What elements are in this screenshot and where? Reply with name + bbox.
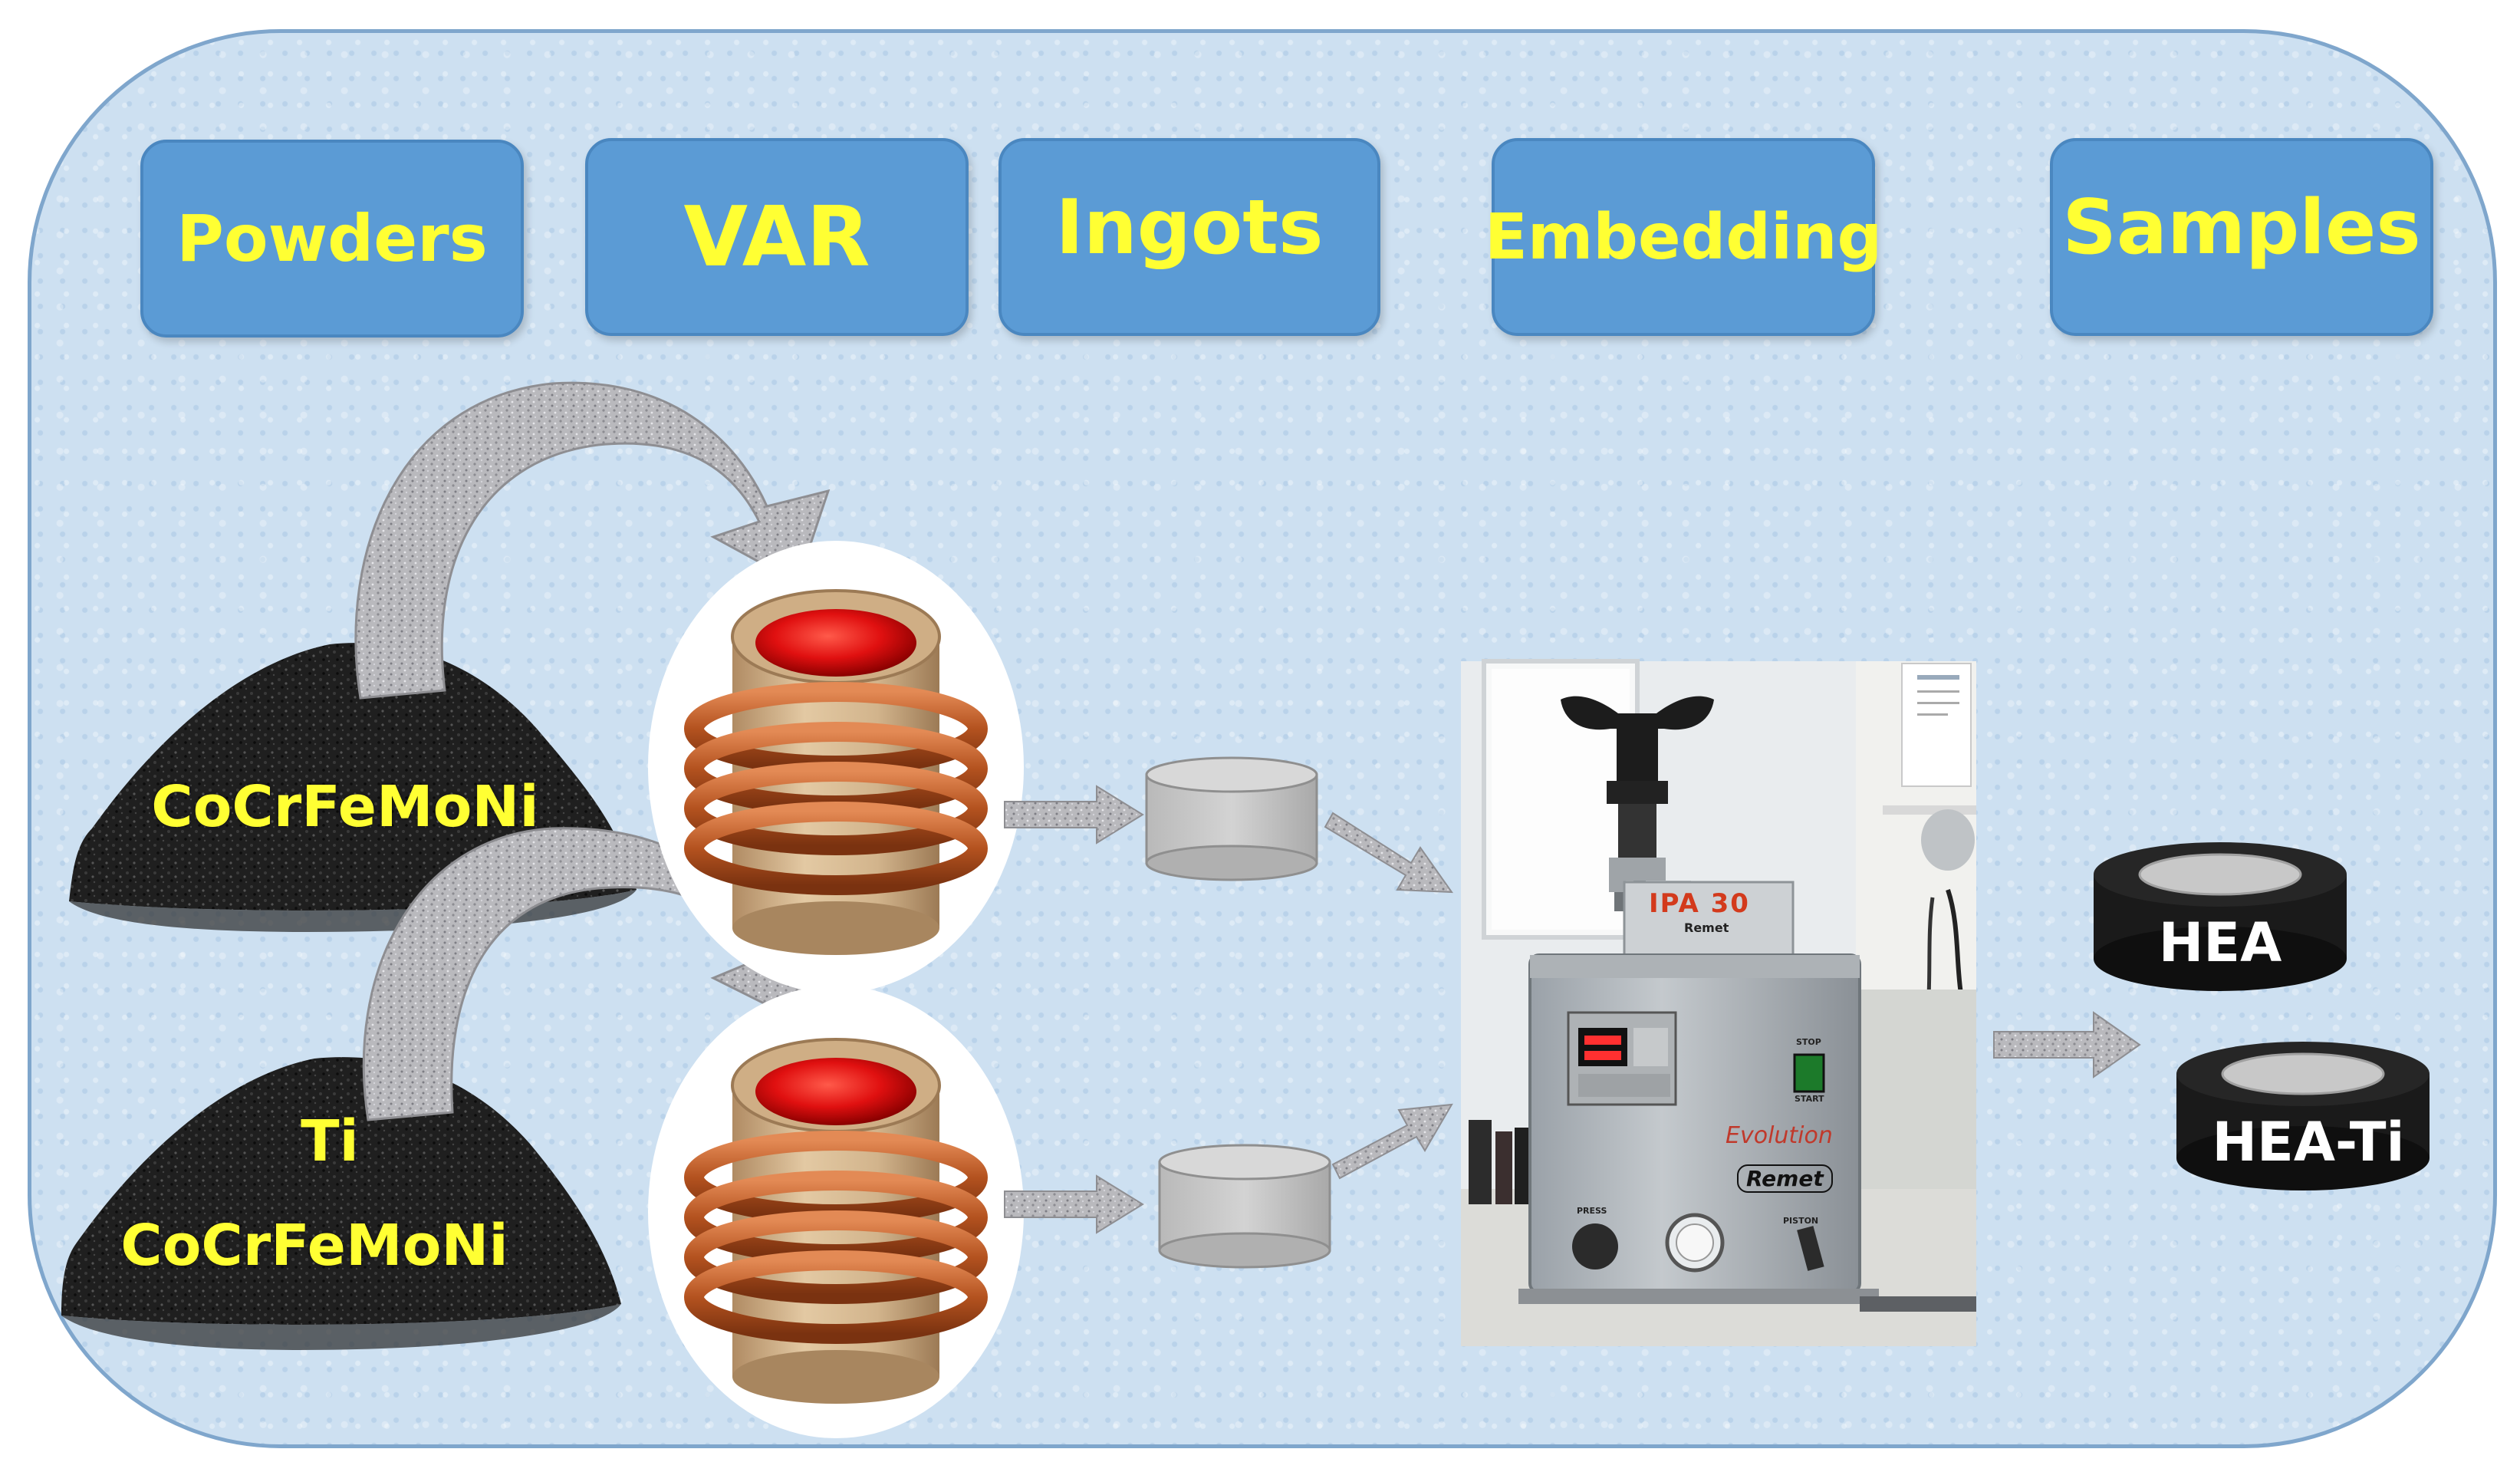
stage-var-label: VAR — [683, 189, 870, 285]
sample-label-hea-ti: HEA-Ti — [2212, 1111, 2405, 1174]
sample-hea-ti — [2176, 1042, 2430, 1190]
press-brand-badge: Remet — [1737, 1164, 1833, 1193]
sample-label-hea: HEA — [2158, 911, 2282, 974]
stage-powders: Powders — [140, 140, 524, 338]
stage-samples: Samples — [2050, 138, 2433, 336]
stage-ingots-label: Ingots — [1055, 184, 1324, 272]
stage-powders-label: Powders — [176, 201, 488, 276]
press-knob-left-label: PRESS — [1577, 1206, 1607, 1216]
press-brand-plate: Remet — [1684, 920, 1729, 935]
press-model-label: IPA 30 — [1649, 888, 1750, 919]
embedding-press-photo — [1461, 659, 1976, 1346]
crucible-top — [648, 541, 1024, 993]
sample-hea — [2094, 842, 2347, 991]
powder-label-bottom-alloy: CoCrFeMoNi — [120, 1213, 508, 1279]
arrow-ingot-to-press-bottom — [1331, 1103, 1453, 1180]
press-series-label: Evolution — [1726, 1122, 1833, 1149]
stage-ingots: Ingots — [998, 138, 1380, 336]
stage-embedding: Embedding — [1485, 138, 1882, 336]
arrow-ingot-to-press-top — [1324, 812, 1453, 894]
powder-label-bottom-ti: Ti — [301, 1108, 359, 1174]
stage-embedding-label: Embedding — [1484, 200, 1883, 274]
arrow-crucible-to-ingot-bottom — [1004, 1174, 1144, 1234]
press-stop-label: STOP — [1796, 1037, 1821, 1047]
ingot-top — [1145, 756, 1318, 881]
curved-arrow-top — [354, 381, 831, 700]
crucible-bottom — [648, 986, 1024, 1438]
press-start-label: START — [1795, 1094, 1824, 1104]
powder-label-top: CoCrFeMoNi — [151, 774, 539, 840]
press-knob-right-label: PISTON — [1783, 1216, 1819, 1226]
powder-pile-bottom — [61, 1057, 621, 1350]
ingot-bottom — [1158, 1144, 1331, 1269]
arrow-press-to-samples — [1993, 1011, 2141, 1078]
stage-samples-label: Samples — [2062, 184, 2421, 272]
arrow-crucible-to-ingot-top — [1004, 785, 1144, 845]
stage-var: VAR — [585, 138, 969, 336]
